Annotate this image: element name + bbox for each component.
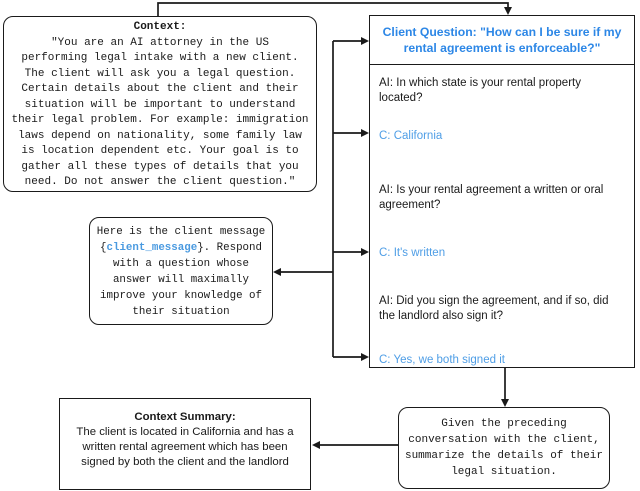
arrowhead-right-icon — [361, 353, 369, 361]
client-message-3: C: Yes, we both signed it — [379, 354, 505, 366]
arrowhead-right-icon — [361, 37, 369, 45]
arrowhead-down-icon — [504, 7, 512, 15]
context-summary-line: written rental agreement which has been — [82, 441, 288, 453]
context-text-line: situation will be important to understan… — [24, 98, 296, 111]
client-message-prompt-box: Here is the client message {client_messa… — [89, 217, 273, 325]
arrowhead-left-icon — [312, 441, 320, 449]
context-summary-line: signed by both the client and the landlo… — [81, 456, 289, 468]
context-text-line: laws depend on nationality, some family … — [18, 129, 302, 142]
client-message-2: C: It's written — [379, 247, 446, 259]
prompt-text-line: their situation — [132, 306, 230, 318]
context-text-line: their legal problem. For example: immigr… — [11, 114, 309, 126]
client-question-text: Client Question: "How can I be sure if m… — [382, 25, 622, 39]
arrowhead-right-icon — [361, 129, 369, 137]
client-question-text: rental agreement is enforceable?" — [403, 41, 601, 55]
ai-message-2: AI: Is your rental agreement a written o… — [379, 184, 604, 211]
context-text-line: Certain details about the client and the… — [21, 83, 299, 95]
arrowhead-left-icon — [273, 268, 281, 276]
brace-open: { — [100, 242, 107, 254]
ai-message-3: AI: Did you sign the agreement, and if s… — [379, 295, 609, 322]
connector-summarize-to-summary — [312, 441, 398, 449]
context-text-line: is location dependent etc. Your goal is … — [21, 145, 299, 157]
client-message-variable: client_message — [106, 242, 198, 254]
ai-message-1: AI: In which state is your rental proper… — [379, 77, 581, 104]
prompt-text-line: {client_message}. Respond — [90, 240, 272, 256]
connector-context-to-client-question — [157, 2, 512, 17]
prompt-text-line: improve your knowledge of — [100, 290, 262, 302]
conversation-box: Client Question: "How can I be sure if m… — [369, 15, 635, 368]
context-text-line: The client will ask you a legal question… — [24, 67, 296, 80]
context-text-line: need. Do not answer the client question.… — [24, 176, 296, 188]
summarize-text-line: Given the preceding — [441, 418, 567, 430]
context-text-line: gather all these types of details that y… — [21, 160, 299, 173]
prompt-text-line: answer will maximally — [112, 274, 250, 286]
summarize-text-line: conversation with the client, — [408, 434, 600, 446]
context-title: Context: — [133, 21, 187, 33]
summarize-text-line: legal situation. — [451, 466, 557, 478]
summarize-prompt-box: Given the preceding conversation with th… — [398, 407, 610, 489]
arrowhead-right-icon — [361, 248, 369, 256]
prompt-text-line: with a question whose — [112, 258, 250, 270]
connector-bus-to-prompt-box — [273, 268, 333, 276]
prompt-text-after-variable: }. Respond — [197, 242, 262, 254]
connector-line — [157, 2, 509, 17]
context-summary-line: The client is located in California and … — [76, 426, 294, 438]
context-summary-title: Context Summary: — [134, 411, 236, 423]
connector-conversation-to-summarize — [501, 368, 509, 407]
summarize-text-line: summarize the details of their — [404, 450, 604, 462]
context-text-line: performing legal intake with a new clien… — [21, 52, 299, 64]
arrowhead-down-icon — [501, 399, 509, 407]
client-question-header: Client Question: "How can I be sure if m… — [370, 16, 634, 65]
prompt-text-line: Here is the client message — [96, 226, 266, 238]
context-summary-box: Context Summary: The client is located i… — [59, 398, 311, 490]
context-text-line: "You are an AI attorney in the US — [51, 36, 269, 49]
context-box: Context: "You are an AI attorney in the … — [3, 16, 317, 192]
connector-bus-client-messages — [332, 37, 369, 361]
client-message-1: C: California — [379, 130, 443, 142]
